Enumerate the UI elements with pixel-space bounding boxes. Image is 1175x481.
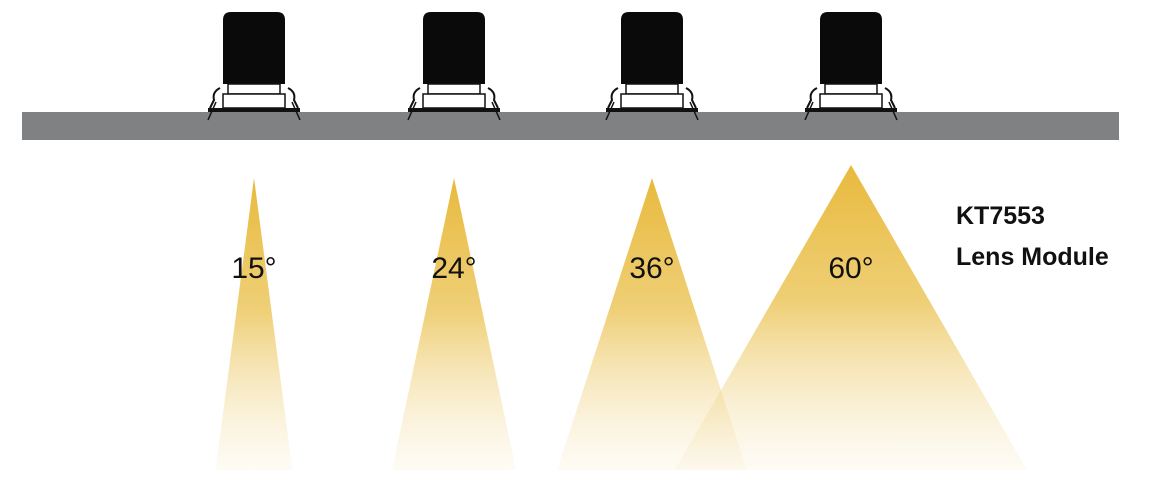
downlight-icon	[605, 12, 699, 121]
downlight-icon	[207, 12, 301, 121]
beam-angle-label: 60°	[828, 252, 874, 285]
beam-group	[215, 165, 1028, 470]
light-beam-36	[557, 178, 747, 470]
light-beam-60	[674, 165, 1028, 470]
beam-angle-label: 24°	[431, 252, 477, 285]
ceiling-panel	[22, 112, 1119, 140]
light-beam-15	[215, 178, 293, 470]
downlight-icon	[407, 12, 501, 121]
beam-angle-label: 15°	[231, 252, 277, 285]
downlight-icon	[804, 12, 898, 121]
light-beam-24	[391, 178, 517, 470]
fixture-group	[207, 12, 898, 121]
product-name: Lens Module	[956, 243, 1109, 271]
product-title: KT7553 Lens Module	[956, 196, 1109, 278]
beam-angle-label: 36°	[629, 252, 675, 285]
product-model: KT7553	[956, 202, 1045, 230]
